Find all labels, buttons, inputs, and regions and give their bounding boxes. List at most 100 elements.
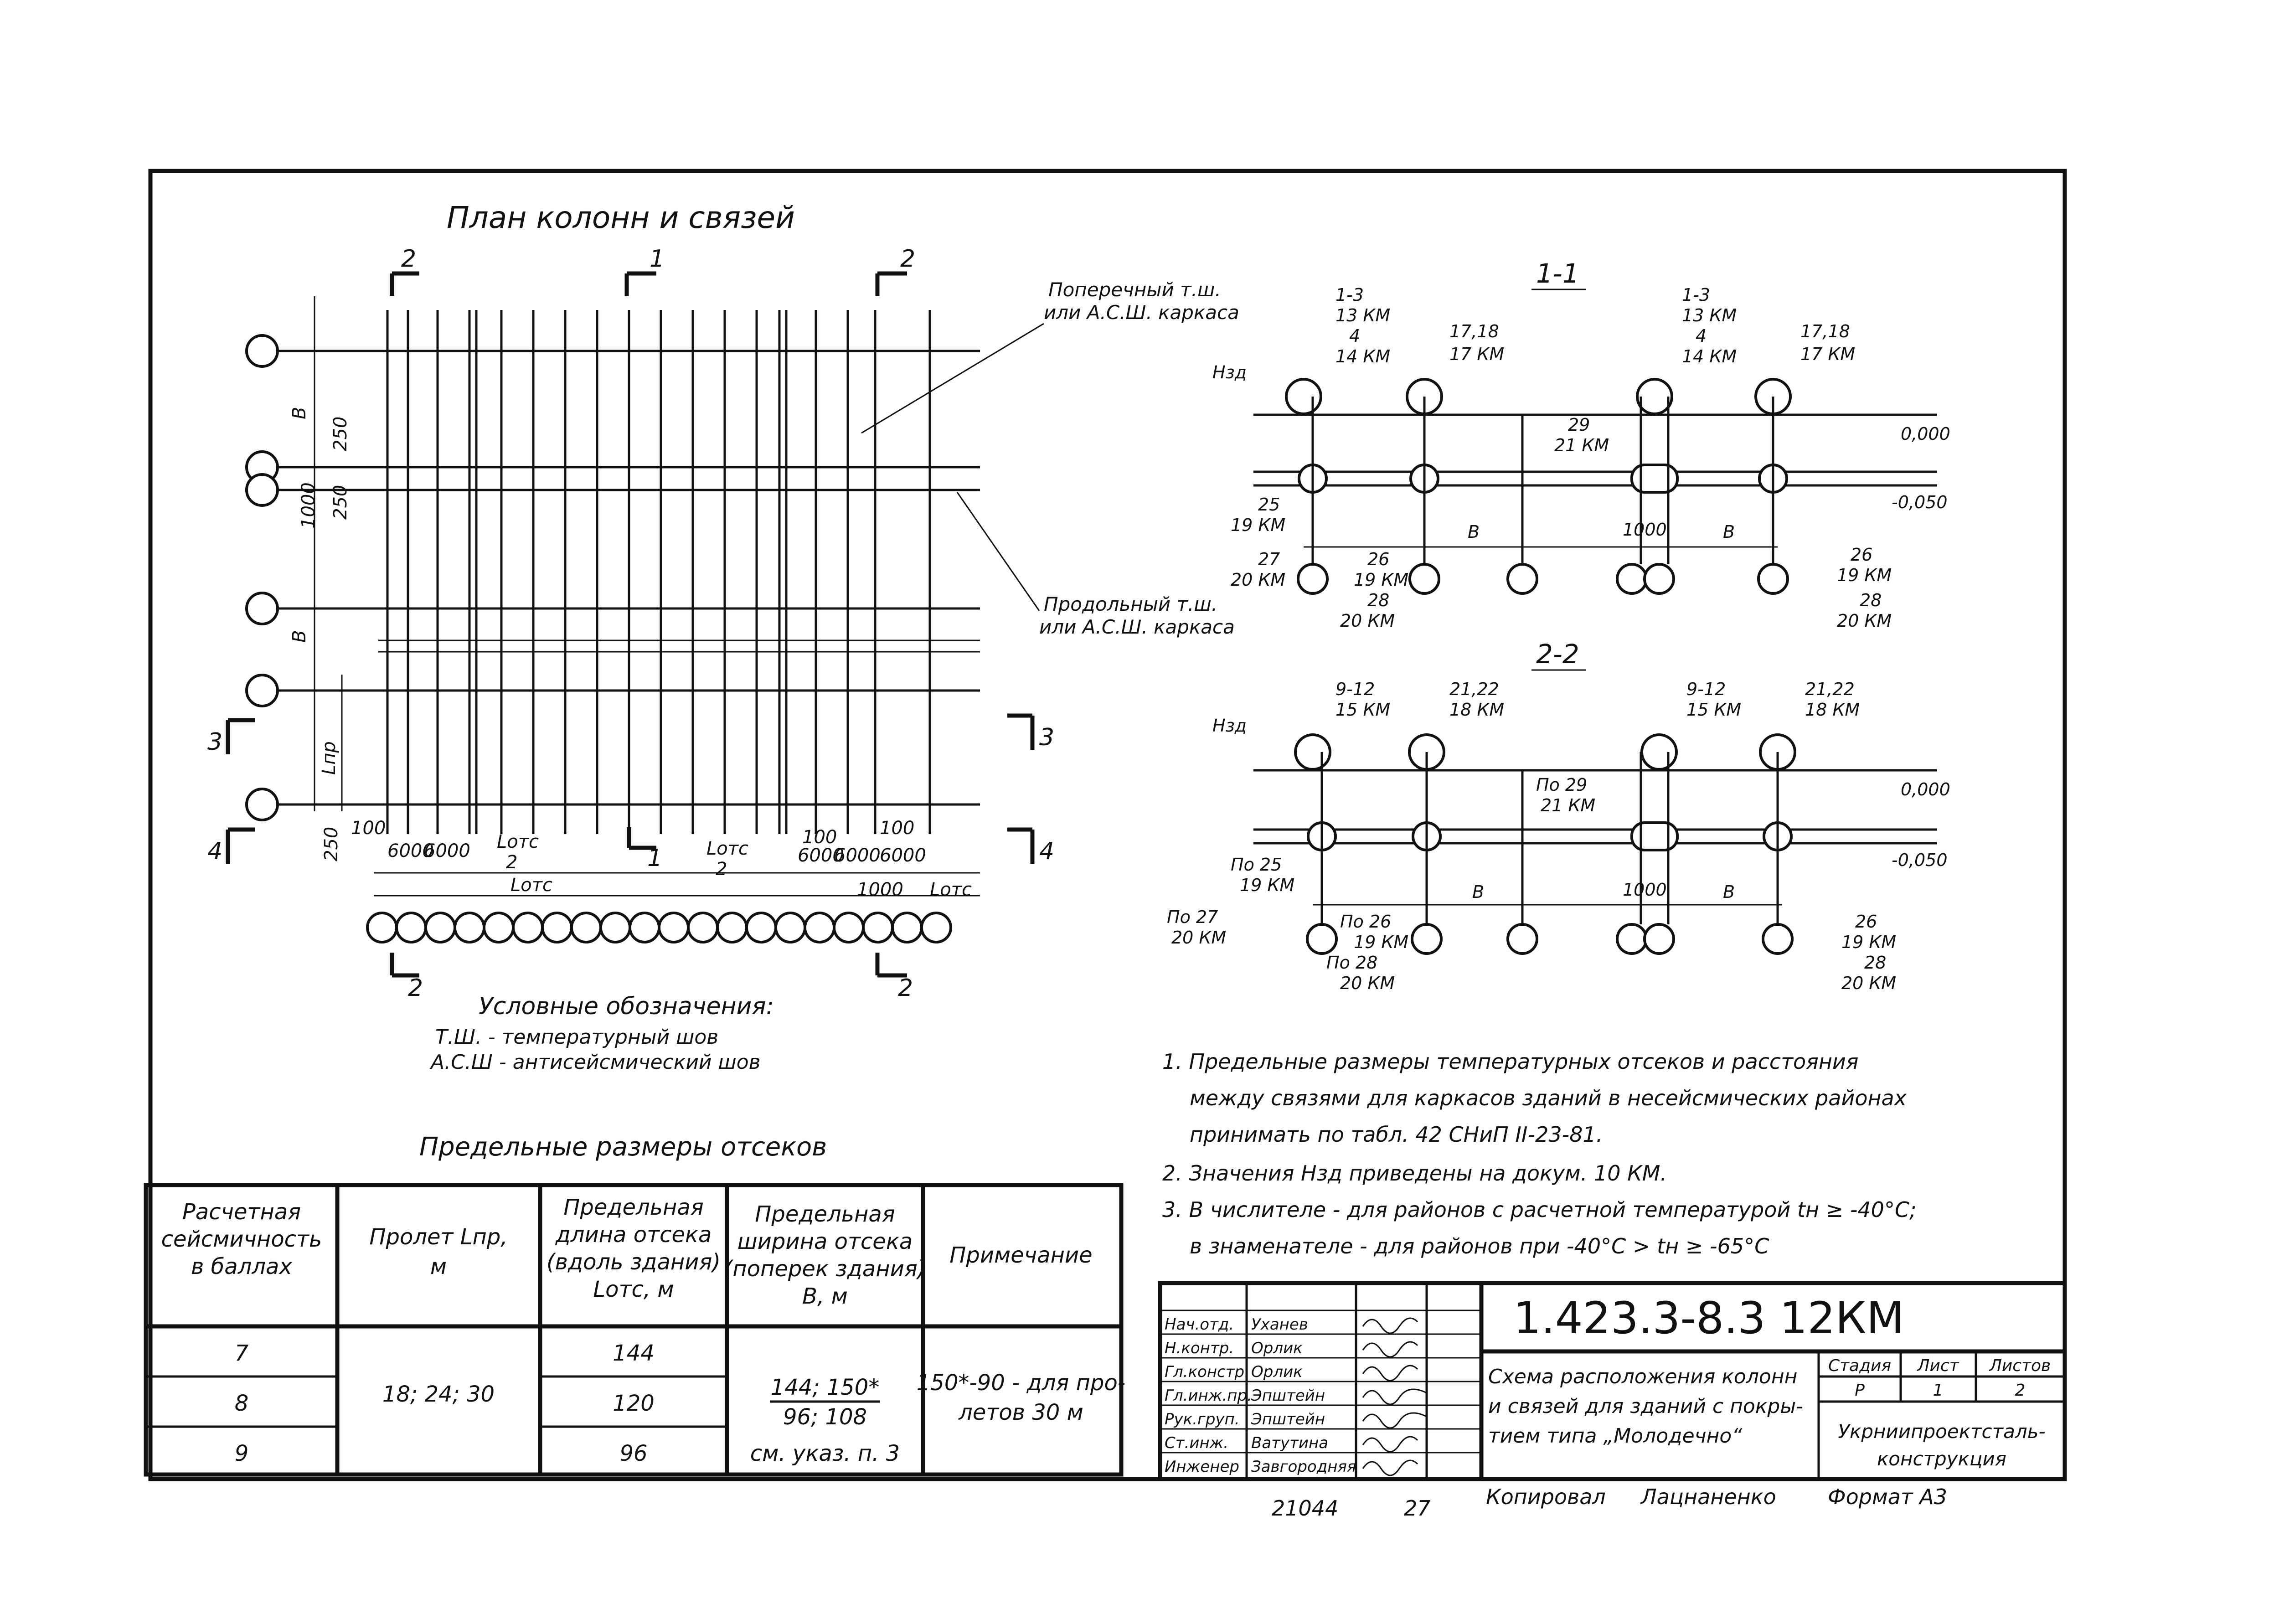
person-name: Эпштейн [1251, 1387, 1325, 1405]
svg-text:В: В [1723, 882, 1735, 902]
table-header: в баллах [191, 1254, 292, 1279]
svg-text:9-12: 9-12 [1686, 679, 1726, 699]
drawing-description: тием типа „Молодечно“ [1488, 1424, 1742, 1448]
section-mark-2: 2 [390, 953, 423, 1002]
organization: Укрниипроектсталь- [1838, 1420, 2045, 1443]
svg-text:20 КМ: 20 КМ [1231, 570, 1285, 590]
section-mark-2: 2 [390, 245, 419, 296]
person-name: Орлик [1251, 1339, 1303, 1357]
table-cell: 144; 150* [771, 1375, 880, 1400]
svg-text:13 КМ: 13 КМ [1682, 305, 1737, 325]
general-notes: 1. Предельные размеры температурных отсе… [1162, 1049, 1917, 1258]
drawing-description: и связей для зданий с покры- [1488, 1395, 1803, 1418]
table-cell: 150*-90 - для про- [917, 1370, 1125, 1396]
svg-text:или А.С.Ш. каркаса: или А.С.Ш. каркаса [1044, 301, 1239, 324]
table-cell: 7 [235, 1340, 249, 1366]
svg-text:20 КМ: 20 КМ [1171, 928, 1226, 948]
table-header: (поперек здания) [724, 1256, 926, 1282]
svg-text:15 КМ: 15 КМ [1335, 700, 1390, 720]
svg-text:17,18: 17,18 [1449, 321, 1499, 341]
svg-text:17 КМ: 17 КМ [1449, 344, 1504, 364]
person-name: Завгородняя [1251, 1458, 1356, 1476]
svg-text:14 КМ: 14 КМ [1682, 346, 1737, 366]
svg-text:1000: 1000 [1623, 880, 1667, 900]
svg-text:26: 26 [1855, 912, 1877, 932]
column-plan: План колонн и связей [207, 200, 1239, 1002]
svg-text:4: 4 [1696, 326, 1707, 346]
svg-text:Lпр: Lпр [319, 741, 340, 775]
svg-text:В: В [1468, 522, 1480, 542]
svg-text:Нзд: Нзд [1212, 716, 1247, 736]
svg-text:21 КМ: 21 КМ [1554, 435, 1609, 455]
svg-text:2: 2 [716, 859, 727, 880]
svg-text:21,22: 21,22 [1805, 679, 1855, 699]
title-block: Нач.отд. Н.контр. Гл.констр. Гл.инж.пр. … [1158, 1281, 2067, 1481]
svg-text:между связями для каркасов зда: между связями для каркасов зданий в несе… [1190, 1086, 1907, 1110]
section-mark-4: 4 [1007, 827, 1054, 865]
section-mark-4: 4 [207, 827, 255, 865]
svg-text:100: 100 [880, 818, 914, 839]
svg-text:6000: 6000 [880, 845, 926, 866]
svg-text:По 26: По 26 [1340, 912, 1391, 932]
table-header: Lотс, м [593, 1277, 674, 1302]
table-title: Предельные размеры отсеков [419, 1132, 827, 1162]
sheet-frame [148, 169, 2067, 1481]
section-2-2: 2-2 Нзд 9-12 15 КМ 21,22 18 КМ 9-1 [1167, 639, 1950, 993]
table-cell: 144 [613, 1340, 655, 1366]
table-header: Пролет Lпр, [369, 1224, 507, 1250]
svg-text:28: 28 [1367, 590, 1389, 610]
table-cell: 8 [235, 1391, 249, 1416]
svg-text:6000: 6000 [424, 840, 470, 861]
table-header: (вдоль здания) [547, 1249, 721, 1275]
axis-bubble [245, 473, 279, 507]
svg-text:18 КМ: 18 КМ [1449, 700, 1504, 720]
svg-text:20 КМ: 20 КМ [1841, 973, 1896, 993]
svg-text:25: 25 [1258, 495, 1280, 515]
callout-longitudinal-joint: Продольный т.ш. или А.С.Ш. каркаса [956, 492, 1235, 638]
format-label: Формат А3 [1828, 1485, 1947, 1509]
drawing-description: Схема расположения колонн [1488, 1365, 1797, 1388]
axis-bubble [245, 674, 279, 707]
copied-label: Копировал [1486, 1485, 1606, 1509]
svg-text:29: 29 [1568, 415, 1590, 435]
svg-text:принимать по табл. 42 СНиП II-: принимать по табл. 42 СНиП II-23-81. [1190, 1122, 1603, 1147]
limit-sizes-table: Предельные размеры отсеков Расчетная сей… [144, 1132, 1125, 1477]
svg-text:250: 250 [321, 827, 342, 861]
svg-text:4: 4 [1039, 838, 1054, 865]
table-cell: 96 [619, 1441, 647, 1466]
person-name: Эпштейн [1251, 1410, 1325, 1428]
section-title: 1-1 [1536, 258, 1579, 289]
svg-text:28: 28 [1864, 953, 1886, 973]
svg-text:3: 3 [1039, 724, 1054, 751]
table-cell: 18; 24; 30 [382, 1382, 495, 1407]
svg-text:В: В [289, 407, 310, 419]
table-header: длина отсека [555, 1222, 712, 1248]
sheet-label: Лист [1916, 1356, 1959, 1375]
svg-text:17,18: 17,18 [1800, 321, 1850, 341]
stage-value: Р [1855, 1381, 1865, 1400]
legend-item: Т.Ш. - температурный шов [435, 1026, 718, 1049]
svg-text:6000: 6000 [834, 845, 881, 866]
svg-text:21,22: 21,22 [1449, 679, 1499, 699]
svg-text:Lотс: Lотс [930, 879, 972, 900]
role-label: Нач.отд. [1165, 1315, 1234, 1334]
svg-text:1: 1 [647, 845, 662, 872]
svg-text:1. Предельные размеры температ: 1. Предельные размеры температурных отсе… [1162, 1049, 1858, 1074]
svg-text:Поперечный т.ш.: Поперечный т.ш. [1048, 278, 1221, 301]
role-label: Гл.инж.пр. [1165, 1387, 1252, 1405]
svg-text:Lотс: Lотс [706, 838, 748, 859]
svg-text:19 КМ: 19 КМ [1231, 515, 1285, 535]
svg-text:26: 26 [1367, 549, 1389, 569]
stage-label: Стадия [1828, 1356, 1891, 1375]
table-header: сейсмичность [161, 1227, 322, 1252]
svg-text:19 КМ: 19 КМ [1837, 565, 1892, 585]
table-cell: 96; 108 [783, 1404, 867, 1430]
svg-text:1000: 1000 [857, 879, 903, 900]
table-header: ширина отсека [737, 1229, 913, 1254]
sheets-label: Листов [1989, 1356, 2051, 1375]
svg-text:19 КМ: 19 КМ [1841, 932, 1896, 952]
svg-text:1000: 1000 [298, 482, 319, 529]
person-name: Орлик [1251, 1363, 1303, 1381]
svg-text:14 КМ: 14 КМ [1335, 346, 1390, 366]
